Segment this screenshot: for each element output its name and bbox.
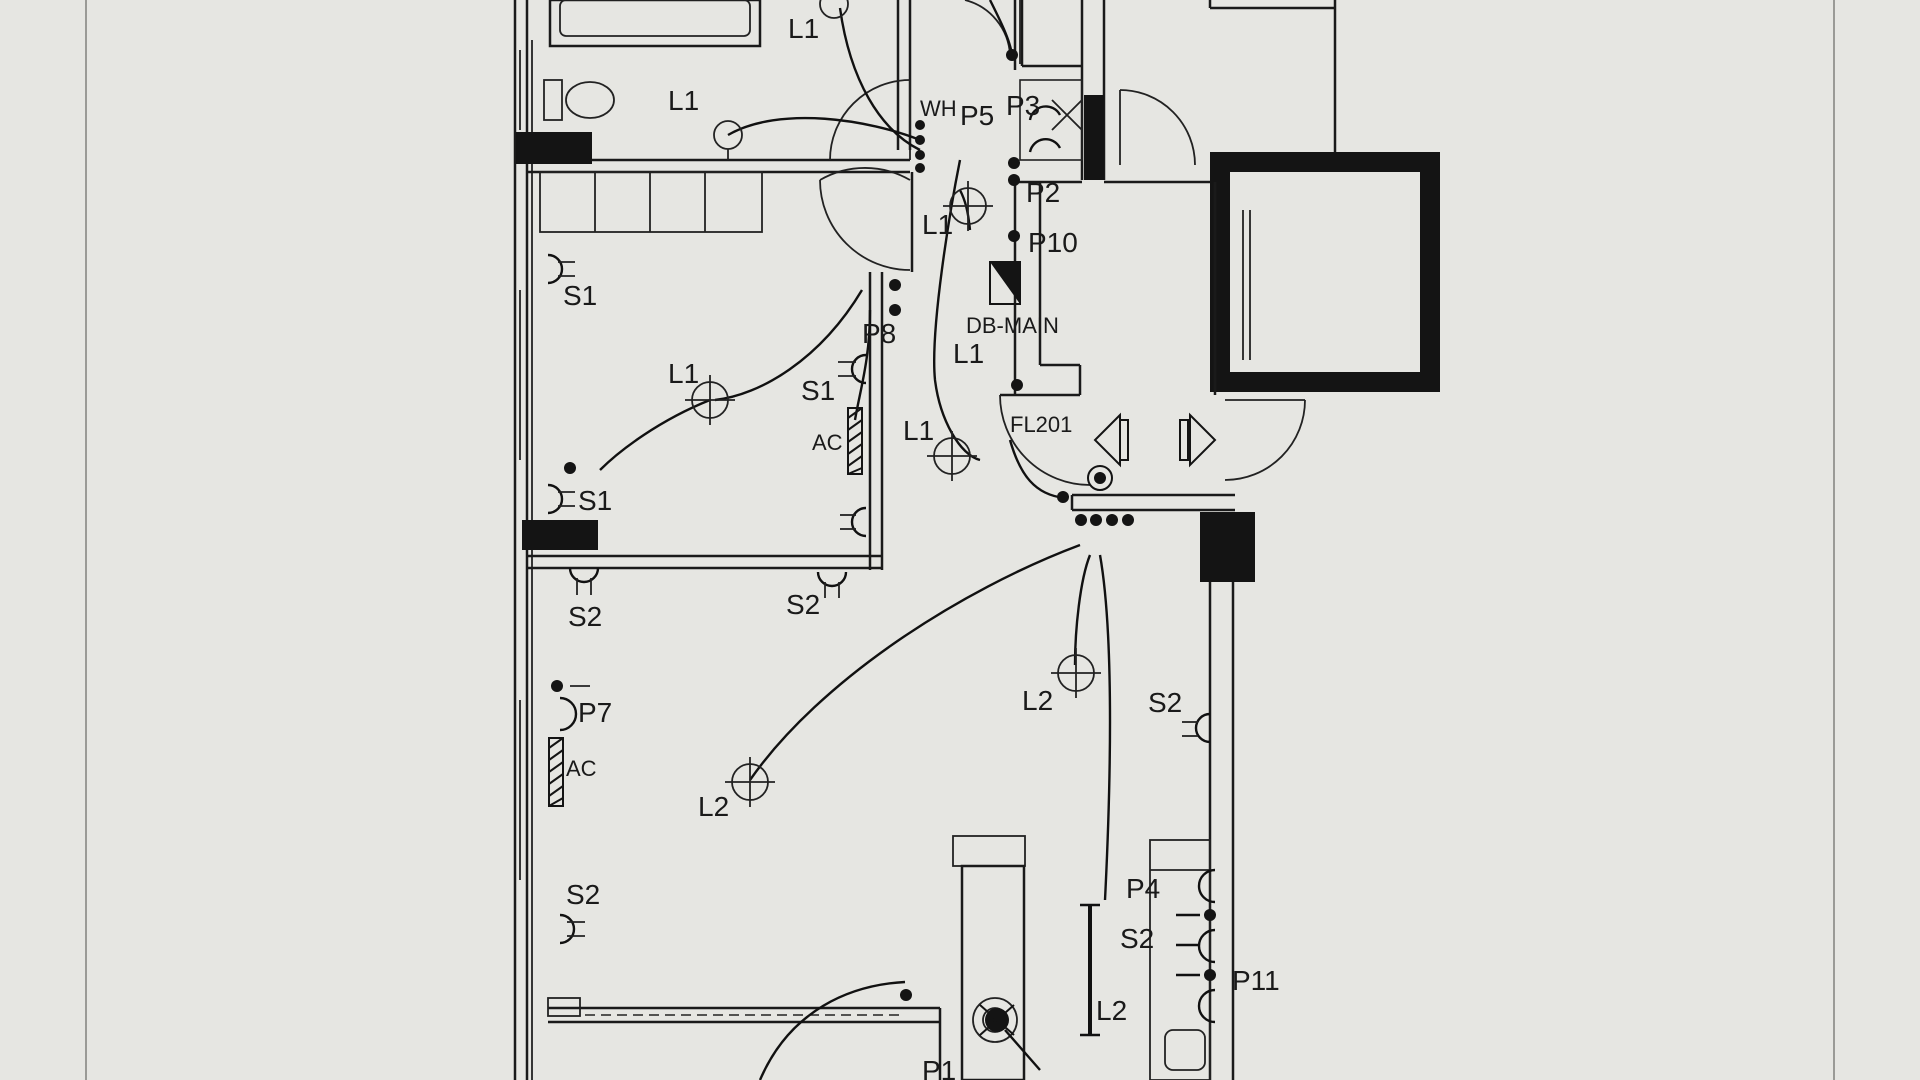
doors [819,0,1306,486]
lift-shaft [1210,152,1440,392]
label-l2: L2 [1022,685,1053,716]
air-conditioner-icon [548,737,564,807]
label-l1: L1 [903,415,934,446]
wire-junctions [551,49,1216,1001]
switch-icon [547,483,575,515]
socket-outlet-icon [1028,105,1062,153]
label-p7: P7 [578,697,612,728]
switch-icon [840,506,867,538]
label-l1: L1 [788,13,819,44]
label-db-main: DB-MAIN [966,313,1059,338]
switch-icon [838,353,867,385]
air-conditioner-icon [847,407,863,475]
label-s2: S2 [786,589,820,620]
label-ac: AC [812,430,843,455]
walls [513,0,1440,1080]
light-fixture-icon [819,0,849,19]
label-p11: P11 [1232,965,1280,996]
exhaust-fan-icon [979,1004,1015,1036]
label-l1: L1 [953,338,984,369]
distribution-board-icon [989,261,1021,305]
label-l2: L2 [698,791,729,822]
socket-outlet-icon [1197,868,1216,1024]
label-s2: S2 [566,879,600,910]
label-p3: P3 [1006,90,1040,121]
light-fixture-icon [943,181,993,231]
label-l1: L1 [922,209,953,240]
label-wh: WH [920,96,957,121]
label-s1: S1 [563,280,597,311]
label-l1: L1 [668,85,699,116]
label-p5: P5 [960,100,994,131]
switch-icon [568,567,600,595]
label-s1: S1 [801,375,835,406]
label-s2: S2 [1148,687,1182,718]
switch-icon [816,571,848,598]
label-ac: AC [566,756,597,781]
label-s1: S1 [578,485,612,516]
fire-alarm-icon [1087,412,1217,491]
label-p1: P1 [922,1055,956,1080]
label-p8: P8 [862,318,896,349]
switch-icon [559,913,585,945]
light-fixture-icon [713,120,743,160]
circuit-labels: L1 L1 L1 L1 L1 L1 WH P5 P3 P2 P10 DB-MAI… [563,13,1280,1080]
label-p2: P2 [1026,177,1060,208]
label-s2: S2 [568,601,602,632]
light-fixture-icon [1051,648,1101,698]
light-fixture-icon [927,431,977,481]
label-s2: S2 [1120,923,1154,954]
socket-outlet-icon [559,685,590,732]
light-fixture-icon [685,375,735,425]
label-l1: L1 [668,358,699,389]
label-fl201: FL201 [1010,412,1072,437]
water-heater-icon [1019,79,1083,161]
switch-icon [1182,712,1211,744]
wiring [599,0,1200,1080]
light-fixture-icon [725,757,775,807]
label-l2: L2 [1096,995,1127,1026]
switch-icon [547,253,575,285]
label-p10: P10 [1028,227,1078,258]
label-p4: P4 [1126,873,1160,904]
